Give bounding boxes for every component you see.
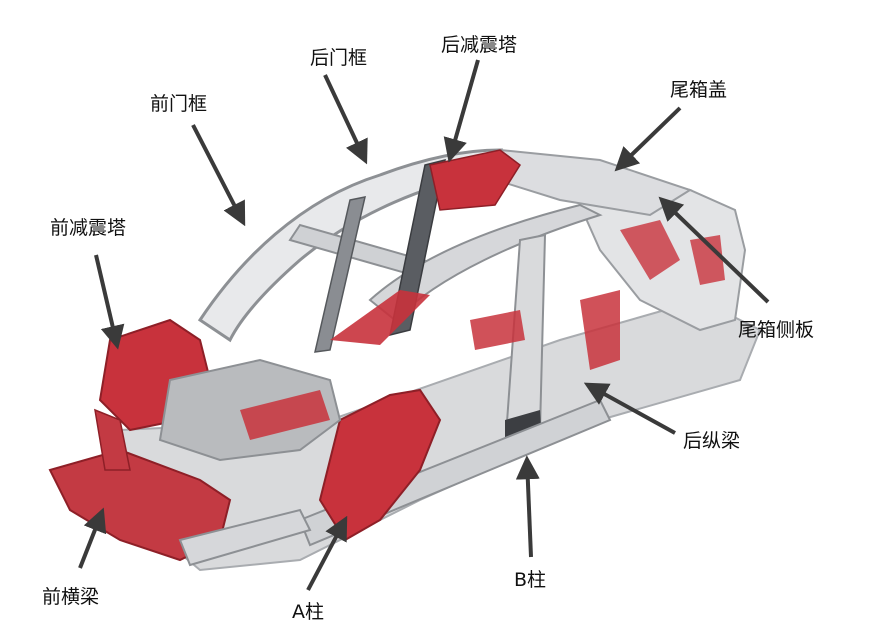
rear-crossmember-red xyxy=(470,310,525,350)
front-longitudinal xyxy=(178,508,312,567)
label-rear-shock-tower: 后减震塔 xyxy=(441,34,518,56)
b-pillar-left xyxy=(314,196,366,353)
arrow-front-shock-tower xyxy=(94,254,125,350)
rear-shock-tower-red xyxy=(429,149,522,211)
arrow-rear-longitudinal xyxy=(583,382,676,435)
leader-arrows xyxy=(78,59,770,591)
label-front-cross-beam: 前横梁 xyxy=(42,586,100,608)
arrow-a-pillar xyxy=(306,515,348,591)
car-body-in-white xyxy=(48,148,762,572)
label-rear-door-frame: 后门框 xyxy=(310,47,368,69)
label-a-pillar: A柱 xyxy=(292,601,324,623)
rear-wheel-arch xyxy=(620,220,680,280)
arrow-rear-shock-tower xyxy=(443,59,480,163)
label-front-door-frame: 前门框 xyxy=(150,93,208,115)
arrow-rear-door-frame xyxy=(323,74,368,165)
label-b-pillar: B柱 xyxy=(514,569,547,591)
label-trunk-lid: 尾箱盖 xyxy=(670,79,728,101)
front-cross-beam-arm xyxy=(94,408,131,471)
front-door-sill-red xyxy=(240,390,330,440)
arrow-b-pillar xyxy=(515,455,540,558)
label-front-shock-tower: 前减震塔 xyxy=(50,217,127,239)
side-roof-rail xyxy=(368,203,603,322)
arrow-front-cross-beam xyxy=(78,507,107,569)
arrow-front-door-frame xyxy=(191,124,246,227)
tunnel-red xyxy=(330,290,430,345)
arrow-trunk-side-panel xyxy=(658,196,770,304)
label-rear-longitudinal-beam: 后纵梁 xyxy=(683,430,741,452)
rear-floor-red xyxy=(580,290,620,370)
trunk-side-red xyxy=(690,235,725,285)
label-trunk-side-panel: 尾箱侧板 xyxy=(738,319,815,341)
arrow-trunk-lid xyxy=(614,106,682,172)
a-pillar-red xyxy=(318,388,442,542)
